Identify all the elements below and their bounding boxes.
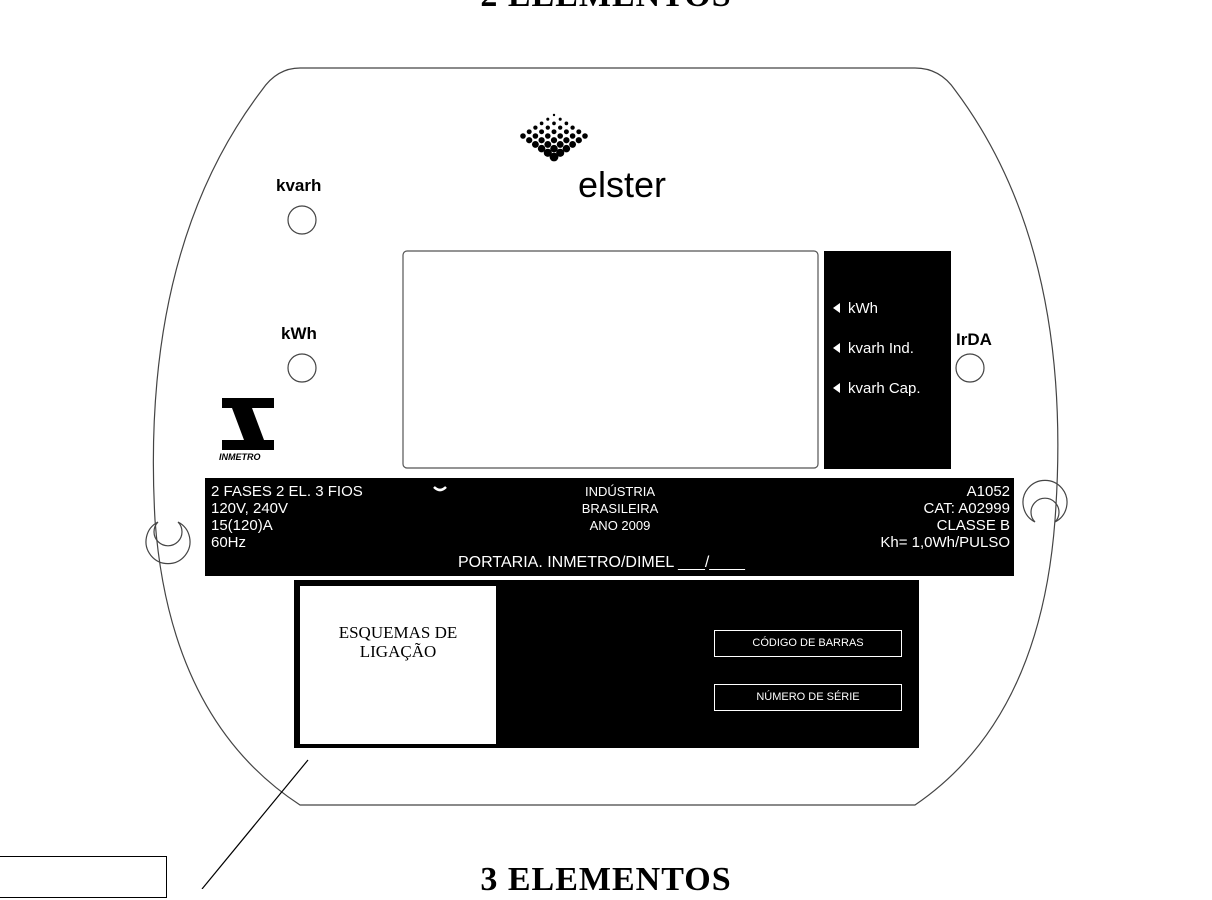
notch-mark xyxy=(433,486,447,492)
elster-logo-icon xyxy=(520,113,588,162)
kvarh-led-label: kvarh xyxy=(276,176,322,195)
logo-dot xyxy=(531,140,539,148)
logo-dot xyxy=(570,125,575,130)
irda-port xyxy=(955,353,985,383)
logo-dot xyxy=(556,148,565,157)
logo-dot xyxy=(544,140,552,148)
triangle-left-icon xyxy=(833,383,840,394)
logo-dot xyxy=(576,129,582,135)
nameplate-band xyxy=(205,478,1014,576)
mounting-hole-left xyxy=(145,521,191,565)
indicator-label: kvarh Cap. xyxy=(848,380,921,397)
logo-dot xyxy=(563,129,569,135)
logo-dot xyxy=(539,129,545,135)
kwh-led-label: kWh xyxy=(281,324,317,343)
logo-dot xyxy=(537,144,546,153)
logo-dot xyxy=(556,140,564,148)
kvarh-led xyxy=(287,205,317,235)
esquemas-line-1: ESQUEMAS DE xyxy=(338,623,458,642)
indicator-kvarh-ind: kvarh Ind. xyxy=(833,340,914,357)
band-left-line-2: 120V, 240V xyxy=(211,500,289,517)
logo-dot xyxy=(569,133,576,139)
title-2-elementos: 2 ELEMENTOS xyxy=(0,0,1212,16)
elster-logo-text: elster xyxy=(578,164,667,205)
logo-dot xyxy=(552,121,556,126)
logo-dot xyxy=(582,133,588,139)
logo-dot xyxy=(551,129,557,135)
band-right-line-1: A1052 xyxy=(966,483,1010,500)
logo-dot xyxy=(569,140,577,148)
band-left-line-4: 60Hz xyxy=(211,534,247,551)
logo-dot xyxy=(526,129,532,135)
band-right-line-2: CAT: A02999 xyxy=(923,500,1010,517)
band-center-line-3: ANO 2009 xyxy=(589,518,651,533)
band-center-line-1: INDÚSTRIA xyxy=(584,484,656,499)
logo-dot xyxy=(549,152,559,162)
logo-dot xyxy=(532,133,539,139)
logo-dot xyxy=(564,121,569,126)
inmetro-label: INMETRO xyxy=(219,452,261,462)
title-3-elementos: 3 ELEMENTOS xyxy=(480,861,732,898)
portaria-line: PORTARIA. INMETRO/DIMEL ___/____ xyxy=(458,554,745,571)
codigo-de-barras-field: CÓDIGO DE BARRAS xyxy=(714,630,902,657)
kwh-led xyxy=(287,353,317,383)
band-left-line-3: 15(120)A xyxy=(211,517,273,534)
logo-dot xyxy=(533,125,538,130)
logo-dot xyxy=(538,137,545,144)
logo-dot xyxy=(558,125,563,130)
irda-label: IrDA xyxy=(956,330,992,349)
logo-dot xyxy=(575,137,582,144)
numero-de-serie-field: NÚMERO DE SÉRIE xyxy=(714,684,902,711)
indicator-label: kWh xyxy=(848,300,878,317)
logo-dot xyxy=(526,137,533,144)
inmetro-logo xyxy=(222,398,274,450)
logo-dot xyxy=(545,125,550,130)
esquemas-label: ESQUEMAS DE LIGAÇÃO xyxy=(300,623,496,661)
logo-dot xyxy=(562,144,571,153)
callout-line xyxy=(201,759,309,889)
band-left-line-1: 2 FASES 2 EL. 3 FIOS xyxy=(211,483,363,500)
indicator-kwh: kWh xyxy=(833,300,878,317)
faceplate-outline xyxy=(152,67,1059,806)
triangle-left-icon xyxy=(833,343,840,354)
logo-dot xyxy=(550,137,558,144)
logo-dot xyxy=(545,133,551,139)
mounting-hole-right xyxy=(1022,479,1068,523)
logo-dot xyxy=(543,148,552,157)
logo-dot xyxy=(552,113,556,117)
logo-dot xyxy=(546,117,550,121)
band-right-line-3: CLASSE B xyxy=(936,517,1010,534)
logo-dot xyxy=(539,121,544,126)
band-right-line-4: Kh= 1,0Wh/PULSO xyxy=(880,534,1010,551)
logo-dot xyxy=(557,133,563,139)
esquemas-line-2: LIGAÇÃO xyxy=(359,642,437,661)
band-center-line-2: BRASILEIRA xyxy=(581,501,659,516)
logo-dot xyxy=(563,137,570,144)
indicator-label: kvarh Ind. xyxy=(848,340,914,357)
indicator-kvarh-cap: kvarh Cap. xyxy=(833,380,921,397)
lcd-display-window xyxy=(402,250,819,469)
logo-dot xyxy=(520,133,526,139)
logo-dot xyxy=(558,117,562,121)
triangle-left-icon xyxy=(833,303,840,314)
esquemas-box xyxy=(300,586,496,744)
indicator-panel xyxy=(824,251,951,469)
logo-dot xyxy=(550,144,558,153)
